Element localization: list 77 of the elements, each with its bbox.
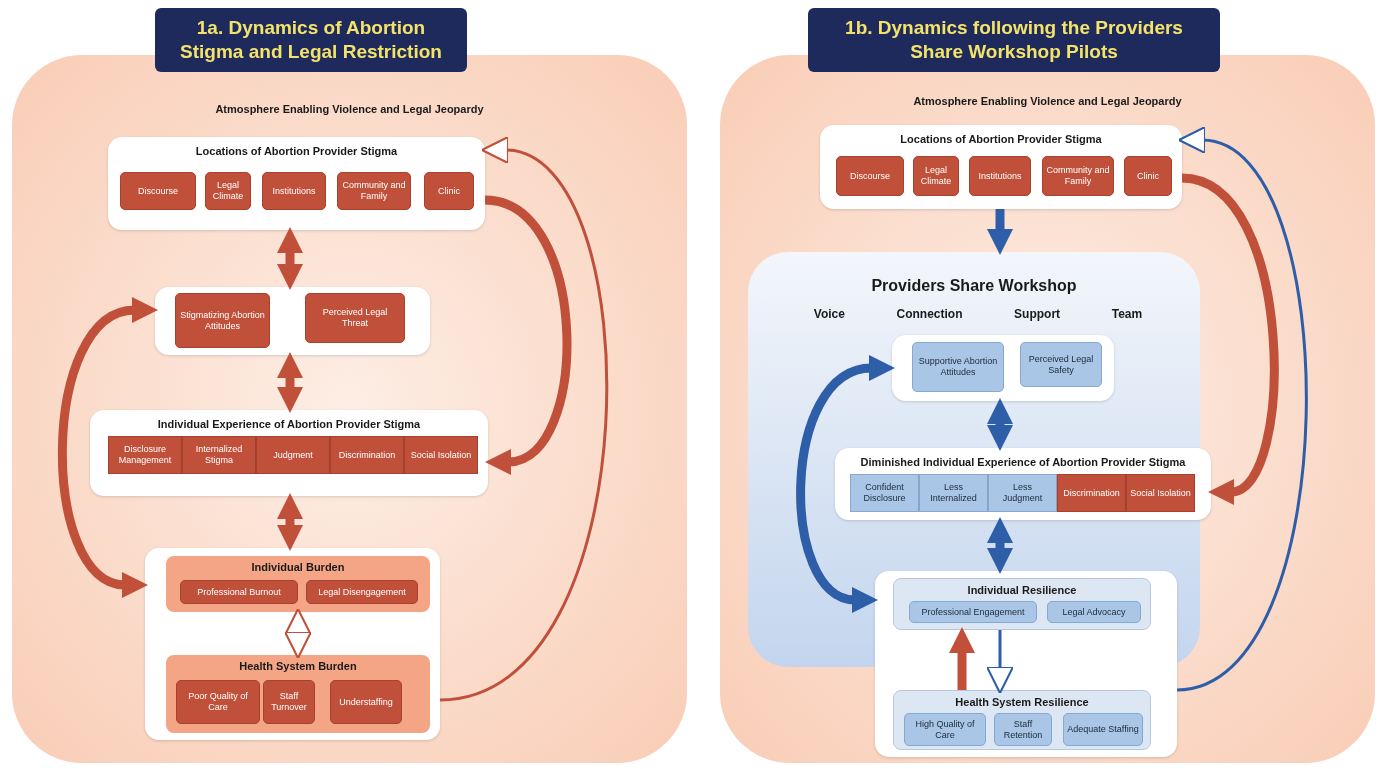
heading-text: Diminished Individual Experience of Abortion Provider Stigma — [859, 456, 1187, 468]
heading-text: Providers Share Workshop — [870, 277, 1078, 295]
group-card — [893, 690, 1151, 750]
table-cell: Confident Disclosure — [850, 474, 919, 512]
arrow — [985, 630, 1015, 695]
group-card — [90, 410, 488, 496]
keyword-text: Team — [1111, 307, 1143, 321]
factor-box: Clinic — [424, 172, 474, 210]
title-banner: 1a. Dynamics of Abortion Stigma and Legal Restriction — [155, 8, 467, 72]
group-card — [166, 655, 430, 733]
double-arrow — [277, 352, 303, 413]
table-cell: Disclosure Management — [108, 436, 182, 474]
factor-box: Legal Climate — [205, 172, 251, 210]
table-cell: Discrimination — [330, 436, 404, 474]
factor-box: Discourse — [836, 156, 904, 196]
double-arrow — [987, 398, 1013, 451]
double-arrow — [57, 298, 158, 597]
arrow — [1176, 127, 1308, 692]
factor-box: Stigmatizing Abortion Attitudes — [175, 293, 270, 348]
double-arrow — [277, 493, 303, 551]
factor-box: Institutions — [969, 156, 1031, 196]
table-cell: Judgment — [256, 436, 330, 474]
heading-text: Individual Experience of Abortion Provider Stigma — [156, 418, 422, 430]
group-card — [893, 578, 1151, 630]
group-card — [166, 556, 430, 612]
group-card — [835, 448, 1211, 520]
title-banner: 1b. Dynamics following the Providers Share Workshop Pilots — [808, 8, 1220, 72]
heading-text: Atmosphere Enabling Violence and Legal Jeopardy — [214, 103, 485, 115]
arrow — [484, 195, 572, 474]
double-arrow — [987, 517, 1013, 574]
table-cell: Discrimination — [1057, 474, 1126, 512]
heading-text: Health System Burden — [238, 660, 358, 672]
arrow — [987, 209, 1013, 255]
keyword-text: Support — [1014, 307, 1061, 321]
keyword-text: Voice — [813, 307, 845, 321]
factor-box: Staff Turnover — [263, 680, 315, 724]
factor-box: Perceived Legal Safety — [1020, 342, 1102, 387]
table-cell: Internalized Stigma — [182, 436, 256, 474]
factor-box: Discourse — [120, 172, 196, 210]
heading-text: Locations of Abortion Provider Stigma — [194, 145, 399, 157]
factor-box: Adequate Staffing — [1063, 713, 1143, 746]
double-arrow — [796, 355, 895, 612]
factor-box: Perceived Legal Threat — [305, 293, 405, 343]
factor-box: High Quality of Care — [904, 713, 986, 746]
factor-box: Legal Climate — [913, 156, 959, 196]
arrow — [439, 137, 608, 702]
heading-text: Health System Resilience — [954, 696, 1090, 708]
factor-box: Poor Quality of Care — [176, 680, 260, 724]
group-card — [892, 335, 1114, 401]
factor-box: Staff Retention — [994, 713, 1052, 746]
table-cell: Social Isolation — [1126, 474, 1195, 512]
group-card — [108, 137, 485, 230]
factor-box: Professional Engagement — [909, 601, 1037, 623]
factor-box: Supportive Abortion Attitudes — [912, 342, 1004, 392]
factor-box: Community and Family — [1042, 156, 1114, 196]
keyword-text: Connection — [896, 307, 963, 321]
factor-box: Community and Family — [337, 172, 411, 210]
group-card — [155, 287, 430, 355]
factor-box: Institutions — [262, 172, 326, 210]
factor-box: Professional Burnout — [180, 580, 298, 604]
table-cell: Less Internalized — [919, 474, 988, 512]
double-arrow — [283, 607, 313, 660]
factor-box: Clinic — [1124, 156, 1172, 196]
heading-text: Locations of Abortion Provider Stigma — [899, 133, 1103, 145]
group-card — [145, 548, 440, 740]
arrow — [1180, 173, 1279, 503]
heading-text: Individual Resilience — [966, 584, 1078, 596]
heading-text: Individual Burden — [250, 561, 346, 573]
factor-box: Legal Advocacy — [1047, 601, 1141, 623]
factor-box: Legal Disengagement — [306, 580, 418, 604]
arrow — [949, 627, 975, 690]
factor-box: Understaffing — [330, 680, 402, 724]
heading-text: Atmosphere Enabling Violence and Legal Jeopardy — [912, 95, 1183, 107]
table-cell: Less Judgment — [988, 474, 1057, 512]
double-arrow — [277, 227, 303, 290]
table-cell: Social Isolation — [404, 436, 478, 474]
group-card — [820, 125, 1182, 209]
